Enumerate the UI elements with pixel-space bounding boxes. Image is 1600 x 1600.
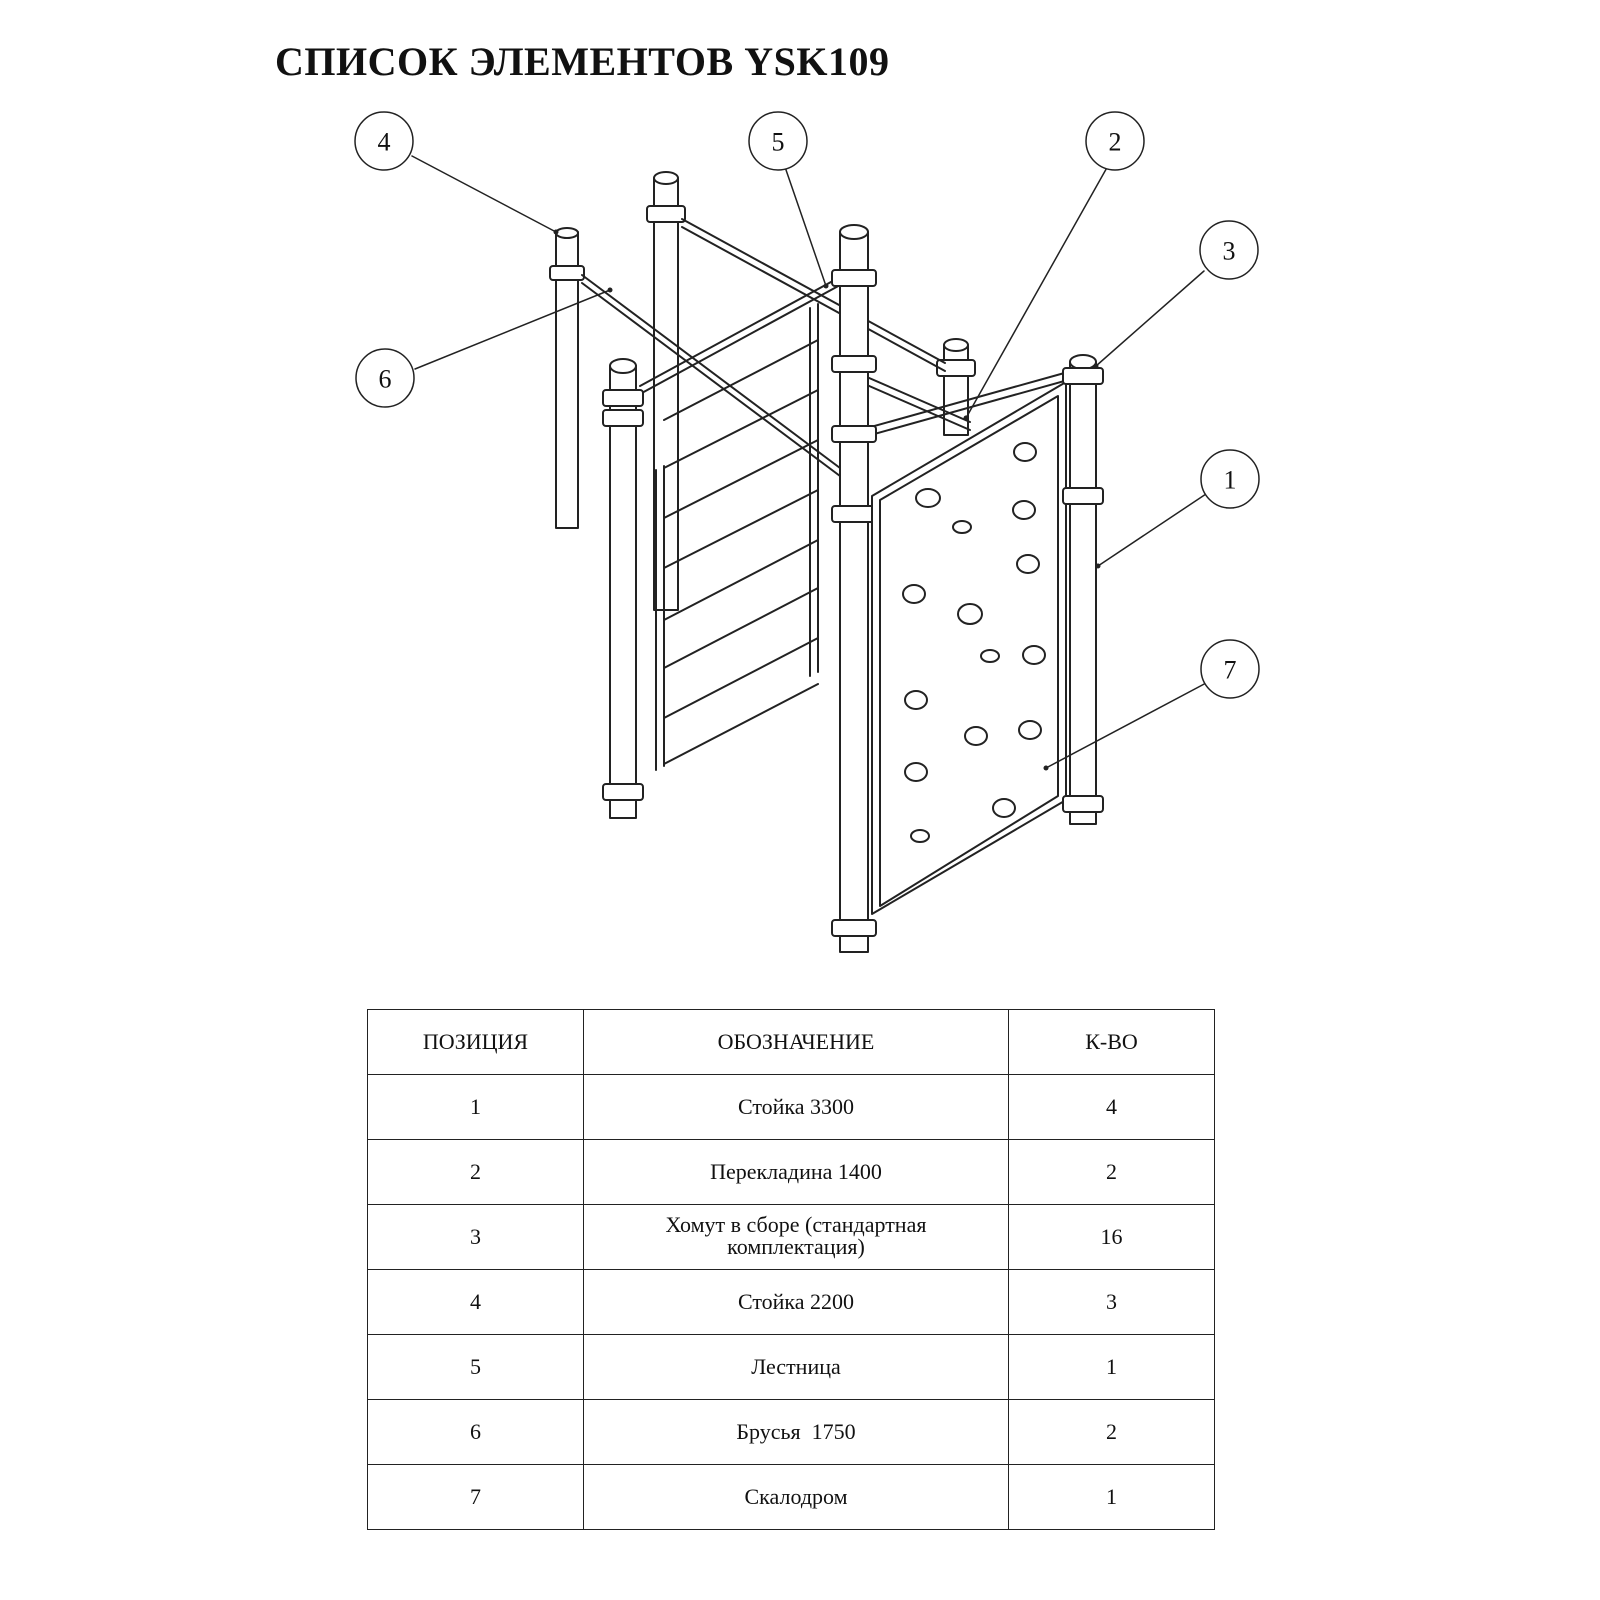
cell-quantity: 4: [1008, 1074, 1215, 1140]
cell-quantity: 16: [1008, 1204, 1215, 1270]
cell-quantity: 1: [1008, 1464, 1215, 1530]
callout-number: 1: [1224, 466, 1237, 495]
post-3300-front-middle: [831, 224, 877, 953]
cell-designation-text: Хомут в сборе (стандартная комплектация): [665, 1212, 927, 1259]
callout-number: 4: [378, 128, 391, 157]
callout-number: 3: [1223, 237, 1236, 266]
callout-circle-5: [748, 111, 808, 171]
cell-quantity: 2: [1008, 1399, 1215, 1465]
header-quantity: К-ВО: [1008, 1009, 1215, 1075]
callout-circle-4: [354, 111, 414, 171]
cell-position: 5: [367, 1334, 584, 1400]
cell-position: 1: [367, 1074, 584, 1140]
cell-position: 4: [367, 1269, 584, 1335]
document-title: СПИСОК ЭЛЕМЕНТОВ YSK109: [275, 39, 890, 84]
table-row: 5 Лестница 1: [367, 1334, 1215, 1400]
assembly-drawing: 4 5 2 3 6 1 7: [354, 111, 1260, 953]
crossbars: [639, 275, 1069, 439]
callout-circle-7: [1200, 639, 1260, 699]
cell-quantity: 1: [1008, 1334, 1215, 1400]
cell-designation: Стойка 3300: [583, 1074, 1009, 1140]
callout-number: 7: [1224, 656, 1237, 685]
ladder: [655, 303, 819, 771]
post-back-tall: [646, 171, 686, 611]
climbing-wall: [871, 381, 1067, 915]
callout-number: 2: [1109, 128, 1122, 157]
header-designation: ОБОЗНАЧЕНИЕ: [583, 1009, 1009, 1075]
callout-circle-3: [1199, 220, 1259, 280]
cell-designation: Перекладина 1400: [583, 1139, 1009, 1205]
callout-number: 5: [772, 128, 785, 157]
post-3300-front-left: [602, 358, 644, 819]
callout-number: 6: [379, 365, 392, 394]
table-row: 1 Стойка 3300 4: [367, 1074, 1215, 1140]
post-2200-back-right: [936, 338, 976, 436]
cell-designation: Хомут в сборе (стандартная комплектация): [583, 1204, 1009, 1270]
table-row: 6 Брусья 1750 2: [367, 1399, 1215, 1465]
callout-circle-1: [1200, 449, 1260, 509]
cell-quantity: 3: [1008, 1269, 1215, 1335]
cell-quantity: 2: [1008, 1139, 1215, 1205]
cell-designation: Брусья 1750: [583, 1399, 1009, 1465]
parts-table: ПОЗИЦИЯ ОБОЗНАЧЕНИЕ К-ВО 1 Стойка 3300 4…: [367, 1009, 1215, 1530]
table-row: 7 Скалодром 1: [367, 1464, 1215, 1530]
table-row: 3 Хомут в сборе (стандартная комплектаци…: [367, 1204, 1215, 1270]
post-2200-back-left: [549, 227, 585, 529]
cell-position: 6: [367, 1399, 584, 1465]
cell-designation: Скалодром: [583, 1464, 1009, 1530]
table-row: 4 Стойка 2200 3: [367, 1269, 1215, 1335]
callout-circle-2: [1085, 111, 1145, 171]
cell-position: 3: [367, 1204, 584, 1270]
header-position: ПОЗИЦИЯ: [367, 1009, 584, 1075]
cell-position: 2: [367, 1139, 584, 1205]
post-3300-front-right: [1062, 354, 1104, 825]
leader-lines: [411, 155, 1209, 769]
cell-designation: Лестница: [583, 1334, 1009, 1400]
cell-designation: Стойка 2200: [583, 1269, 1009, 1335]
table-row: 2 Перекладина 1400 2: [367, 1139, 1215, 1205]
callout-circle-6: [355, 348, 415, 408]
table-header-row: ПОЗИЦИЯ ОБОЗНАЧЕНИЕ К-ВО: [367, 1009, 1215, 1075]
cell-position: 7: [367, 1464, 584, 1530]
